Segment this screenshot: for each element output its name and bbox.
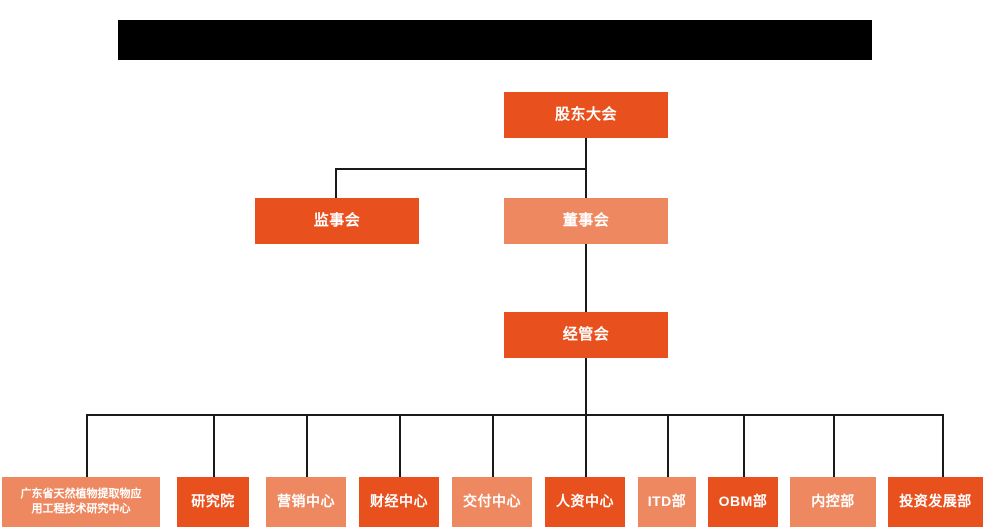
- connector-to-dept-4: [399, 414, 401, 477]
- node-management-committee[interactable]: 经管会: [504, 312, 668, 358]
- node-obm-department[interactable]: OBM部: [708, 477, 778, 527]
- connector-to-dept-7: [667, 414, 669, 477]
- node-label: 研究院: [191, 493, 235, 510]
- node-shareholders-meeting[interactable]: 股东大会: [504, 92, 668, 138]
- node-delivery-center[interactable]: 交付中心: [452, 477, 532, 527]
- node-label: OBM部: [718, 493, 768, 510]
- connector-l1-stem: [585, 138, 587, 169]
- node-label: 监事会: [313, 211, 361, 229]
- redacted-title-bar: [118, 20, 872, 60]
- node-itd-department[interactable]: ITD部: [638, 477, 696, 527]
- node-label: 财经中心: [370, 493, 428, 510]
- connector-to-dept-1: [86, 414, 88, 477]
- node-label: 投资发展部: [899, 493, 972, 510]
- connector-management-stem: [585, 358, 587, 415]
- connector-to-dept-10: [942, 414, 944, 477]
- node-board-of-directors[interactable]: 董事会: [504, 198, 668, 244]
- connector-l2-bus: [335, 168, 587, 170]
- connector-to-dept-5: [492, 414, 494, 477]
- node-supervisory-board[interactable]: 监事会: [255, 198, 419, 244]
- connector-board-to-management: [585, 244, 587, 312]
- node-finance-center[interactable]: 财经中心: [359, 477, 439, 527]
- node-label: 广东省天然植物提取物应 用工程技术研究中心: [20, 488, 142, 515]
- connector-to-supervisory-board: [335, 168, 337, 198]
- node-hr-center[interactable]: 人资中心: [545, 477, 625, 527]
- connector-to-dept-6: [585, 414, 587, 477]
- node-label: 股东大会: [554, 105, 617, 123]
- connector-to-dept-9: [833, 414, 835, 477]
- node-guangdong-research-center[interactable]: 广东省天然植物提取物应 用工程技术研究中心: [2, 477, 160, 527]
- node-investment-development-department[interactable]: 投资发展部: [888, 477, 983, 527]
- node-label: 内控部: [811, 493, 855, 510]
- connector-department-bus: [86, 414, 943, 416]
- node-internal-control-department[interactable]: 内控部: [790, 477, 876, 527]
- node-label: 人资中心: [556, 493, 614, 510]
- node-research-institute[interactable]: 研究院: [177, 477, 249, 527]
- node-label: 经管会: [562, 325, 610, 343]
- node-marketing-center[interactable]: 营销中心: [266, 477, 346, 527]
- node-label: 营销中心: [277, 493, 335, 510]
- node-label: ITD部: [647, 493, 687, 510]
- connector-to-dept-2: [213, 414, 215, 477]
- connector-to-board-of-directors: [585, 168, 587, 198]
- connector-to-dept-3: [306, 414, 308, 477]
- node-label: 董事会: [562, 211, 610, 229]
- node-label: 交付中心: [463, 493, 521, 510]
- connector-to-dept-8: [743, 414, 745, 477]
